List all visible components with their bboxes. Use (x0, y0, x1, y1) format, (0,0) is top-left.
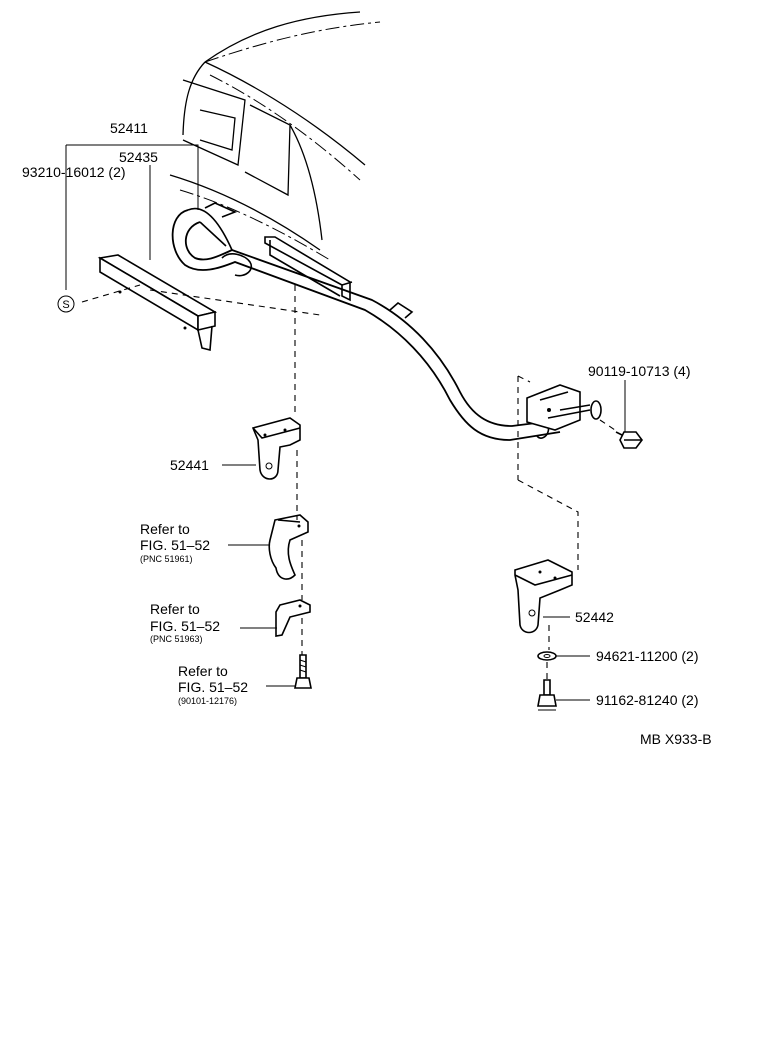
hanger-ref-51961 (268, 514, 309, 580)
diagram-code: MB X933-B (640, 731, 712, 747)
s-mark: S (57, 295, 75, 313)
ref1-pnc: (PNC 51961) (140, 554, 193, 564)
svg-text:S: S (62, 299, 69, 311)
ref2-pnc: (PNC 51963) (150, 634, 203, 644)
label-94621-11200: 94621-11200 (2) (596, 648, 698, 664)
stabilizer-bracket-right (526, 384, 602, 431)
leader-lines (65, 144, 626, 701)
label-93210-16012: 93210-16012 (2) (22, 164, 126, 180)
label-91162-81240: 91162-81240 (2) (596, 692, 698, 708)
ref2-line1: Refer to (150, 601, 200, 617)
label-52442: 52442 (575, 609, 614, 625)
washer-94621-11200 (537, 651, 557, 661)
stabilizer-bar-52411 (171, 202, 561, 441)
ref3-line2: FIG. 51–52 (178, 679, 248, 695)
bracket-52442 (514, 559, 573, 634)
ref3-pnc: (90101-12176) (178, 696, 237, 706)
ref1-line2: FIG. 51–52 (140, 537, 210, 553)
ref2-line2: FIG. 51–52 (150, 618, 220, 634)
panel-52435 (97, 254, 218, 352)
ref1-line1: Refer to (140, 521, 190, 537)
bolt-91162-81240 (537, 679, 557, 711)
alignment-dashes (81, 284, 619, 680)
bracket-52441 (251, 417, 301, 480)
label-52441: 52441 (170, 457, 209, 473)
label-52411: 52411 (110, 120, 148, 136)
bolt-90119-10713 (615, 431, 643, 449)
label-52435: 52435 (119, 149, 158, 165)
ref3-line1: Refer to (178, 663, 228, 679)
bolt-ref-90101-12176 (294, 654, 312, 689)
vehicle-body-outline (169, 11, 381, 261)
label-90119-10713: 90119-10713 (4) (588, 363, 690, 379)
bracket-ref-51963 (275, 599, 311, 637)
